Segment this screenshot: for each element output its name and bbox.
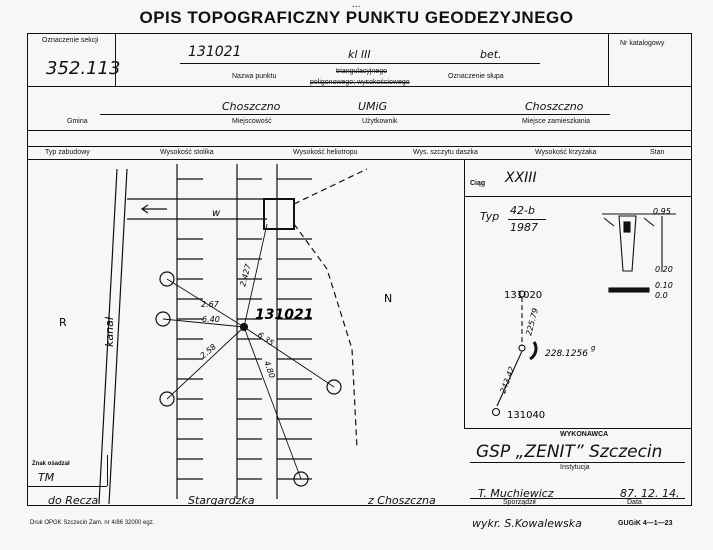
center-point-label: 131021 — [255, 307, 313, 323]
znak-divider — [27, 486, 107, 487]
street-right: z Choszczna — [368, 494, 436, 507]
point-top-label: 131020 — [504, 290, 542, 301]
form-code: GUGiK 4—1—23 — [618, 520, 673, 527]
street-center: Stargardzka — [188, 494, 255, 507]
instytucja-label: Instytucja — [560, 464, 590, 471]
col-typ-zabudowy: Typ zabudowy — [45, 149, 90, 156]
label-nr-katalogowy: Nr katalogowy — [620, 40, 665, 47]
company-underline — [470, 462, 685, 463]
label-miejscowosc: Miejscowość — [232, 118, 272, 125]
point-name: 131021 — [188, 44, 242, 60]
typ-fraction — [508, 219, 546, 220]
point-bottom-label: 131040 — [507, 410, 545, 421]
miejsce-value: Choszczno — [525, 100, 584, 113]
row-divider-3 — [27, 146, 692, 147]
label-oznaczenie-slupa: Oznaczenie słupa — [448, 73, 504, 80]
street-left: do Recza — [48, 494, 99, 507]
sporz-underline — [470, 498, 685, 499]
sporzadzil-label: Sporządził — [503, 499, 536, 506]
label-miejsce: Miejsce zamieszkania — [522, 118, 591, 125]
location-sketch: R N w kanał 131021 2.427 2.67 6.40 2.58 … — [59, 164, 392, 505]
distance-d6: 4.80 — [262, 360, 277, 380]
canal-label: kanał — [103, 316, 116, 347]
typ-value: 42-b — [510, 204, 535, 217]
typ-label: Typ — [480, 210, 500, 223]
dim-010: 0.10 — [655, 281, 673, 290]
form-frame — [27, 33, 692, 506]
section-number: 352.113 — [46, 58, 121, 79]
fence-ticks-left — [176, 164, 203, 499]
row-divider-2 — [27, 130, 692, 131]
dim-top: 0.95 — [653, 207, 671, 216]
data-label: Data — [627, 499, 642, 506]
col-wysokosc-krzyzaka: Wysokość krzyżaka — [535, 149, 597, 156]
sporzadzil-value: T. Muchiewicz — [478, 487, 554, 500]
distance-d3: 6.40 — [202, 315, 220, 324]
point-class: kl III — [348, 48, 371, 61]
distance-b: 243.42 — [498, 365, 516, 394]
dim-020: 0.20 — [655, 265, 673, 274]
distance-d4: 2.58 — [199, 342, 218, 360]
panel-bottom-divider — [464, 428, 692, 429]
gmina-value: Choszczno — [222, 100, 281, 113]
col-wysokosc-heliotropu: Wysokość heliotropu — [293, 149, 358, 156]
ciag-value: XXIII — [505, 170, 537, 186]
label-uzytkownik: Użytkownik — [362, 118, 398, 125]
ciag-label: Ciąg — [470, 180, 486, 187]
label-oznaczenie-sekcji: Oznaczenie sekcji — [42, 37, 99, 44]
col-wysokosc-stolika: Wysokość stolika — [160, 149, 214, 156]
panel-diagrams: 0.95 0.20 0.10 0.0 131020 131040 228.125… — [491, 207, 676, 421]
date-value: 87. 12. 14. — [620, 487, 680, 500]
form-title: OPIS TOPOGRAFICZNY PUNKTU GEODEZYJNEGO — [139, 8, 574, 27]
col-stan: Stan — [650, 149, 665, 156]
angle-unit: g — [591, 344, 596, 352]
marking: bet. — [480, 48, 502, 61]
znak-vdivider — [107, 455, 108, 486]
wykr-note: wykr. S.Kowalewska — [472, 517, 582, 530]
dim-000: 0.0 — [655, 291, 668, 300]
col-wys-szczytu: Wys. szczytu daszka — [413, 149, 478, 156]
label-poligonowego: poligonowego; wysokościowego — [310, 79, 410, 86]
row-divider-4 — [27, 159, 692, 160]
label-gmina: Gmina — [67, 118, 88, 125]
distance-d1: 2.427 — [238, 262, 253, 287]
angle-value: 228.1256 — [545, 349, 588, 359]
letter-n: N — [384, 292, 392, 305]
angle-diagram — [491, 290, 538, 417]
fence-ticks-mid — [236, 164, 262, 499]
company-name: GSP „ZENIT” Szczecin — [476, 442, 663, 462]
name-underline — [180, 63, 540, 64]
wykonawca-label: WYKONAWCA — [560, 431, 609, 438]
uzytkownik-value: UMiG — [358, 100, 388, 113]
ciag-divider — [464, 196, 692, 197]
label-triangulacyjnego: triangulacyjnego — [336, 68, 387, 75]
fence-ticks-right — [276, 164, 312, 499]
row-divider-1 — [27, 86, 692, 87]
letter-r: R — [59, 316, 67, 329]
top-mark: … — [352, 0, 361, 10]
znak-value: TM — [38, 471, 55, 484]
distance-a: 225.79 — [524, 307, 540, 336]
monument-diagram — [602, 213, 676, 293]
letter-w: w — [212, 208, 221, 219]
znak-label: Znak ośadzał — [32, 461, 70, 467]
distance-d5: 6.35 — [256, 330, 276, 348]
typ-year: 1987 — [510, 221, 538, 234]
distance-d2: 2.67 — [201, 300, 220, 309]
print-info: Druk OPGK Szczecin Zam. nr 4/86 32000 eg… — [30, 520, 155, 526]
catalog-divider — [608, 33, 609, 86]
panel-divider — [464, 159, 465, 428]
sketch-geometry — [98, 164, 368, 505]
measure-lines — [162, 223, 335, 480]
section-divider — [115, 33, 116, 86]
place-underline — [100, 114, 610, 115]
label-nazwa-punktu: Nazwa punktu — [232, 73, 277, 80]
